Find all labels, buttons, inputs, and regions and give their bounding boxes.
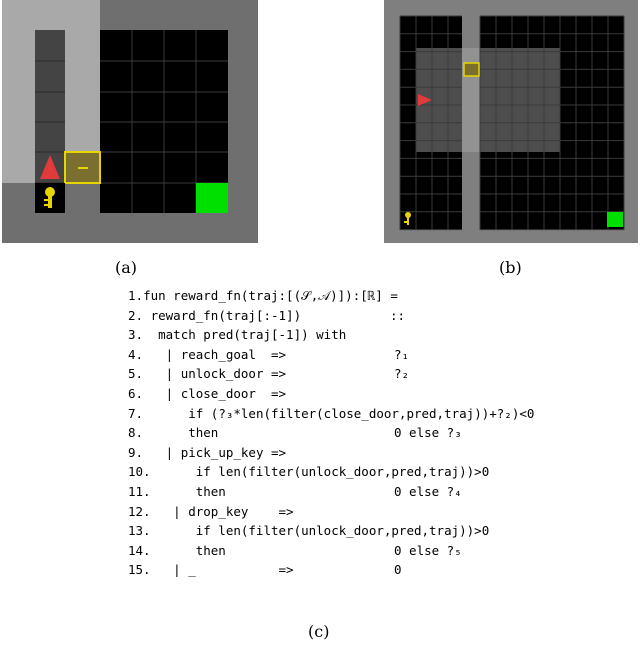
code-line-text: then (150, 542, 226, 558)
key-icon-b (404, 212, 411, 225)
code-line-text: | pick_up_key => (143, 444, 287, 460)
code-line: 4. | reach_goal => (128, 347, 286, 363)
code-line-number: 3. (128, 327, 144, 343)
code-line: 15. | _ => (128, 562, 294, 578)
code-line-number: 7. (128, 405, 144, 421)
code-line-text: | close_door => (143, 386, 287, 401)
code-line: 12. | drop_key => (128, 504, 294, 520)
code-line-number: 14. (128, 542, 151, 558)
code-line-number: 4. (128, 346, 144, 362)
code-line-text: match pred(traj[-1]) with (143, 327, 347, 343)
code-line: 5. | unlock_door => (128, 366, 286, 382)
gridworld-b (384, 0, 638, 243)
code-line-number: 8. (128, 425, 144, 441)
code-line: 8. then (128, 425, 218, 441)
code-line-number: 12. (128, 503, 151, 519)
code-line-text: then (143, 425, 219, 441)
code-line-number: 15. (128, 562, 151, 578)
code-line-value: :: (390, 307, 406, 323)
code-line: 1.fun reward_fn(traj:[(𝒮,𝒜)]):[ℝ] = (128, 288, 398, 304)
caption-a: (a) (115, 258, 138, 277)
code-line: 11. then (128, 484, 226, 500)
agent-icon-b (418, 94, 432, 106)
gridworld-a (2, 0, 258, 243)
code-line-number: 6. (128, 386, 144, 401)
code-line-text: if len(filter(unlock_door,pred,traj))>0 (150, 464, 490, 480)
code-line-number: 10. (128, 464, 151, 480)
code-line-number: 9. (128, 444, 144, 460)
goal-square-b (607, 212, 623, 227)
code-line-text: if len(filter(unlock_door,pred,traj))>0 (150, 523, 490, 539)
code-line-number: 2. (128, 307, 144, 323)
door-icon-b (463, 62, 480, 77)
code-line-value: ?₂ (394, 366, 410, 382)
gridworld-b-canvas (384, 0, 638, 243)
code-line: 14. then (128, 543, 226, 559)
code-line-number: 11. (128, 484, 151, 499)
code-line-value: 0 else ?₅ (394, 542, 462, 558)
gridworld-a-canvas (2, 0, 258, 243)
code-line-text: | drop_key => (150, 503, 294, 519)
code-line-text: | unlock_door => (143, 366, 287, 382)
code-line: 2. reward_fn(traj[:-1]) (128, 308, 301, 324)
caption-c: (c) (308, 622, 330, 641)
code-line-text: | _ => (150, 562, 294, 578)
code-line-value: ?₁ (394, 346, 410, 362)
caption-b: (b) (499, 258, 522, 277)
code-line-text: fun reward_fn(traj:[(𝒮,𝒜)]):[ℝ] = (143, 288, 398, 303)
code-line-value: 0 else ?₄ (394, 484, 462, 499)
code-line: 10. if len(filter(unlock_door,pred,traj)… (128, 464, 489, 480)
code-line-text: | reach_goal => (143, 346, 287, 362)
code-line-number: 13. (128, 523, 151, 539)
code-line-number: 5. (128, 366, 144, 382)
code-line-value: 0 (394, 562, 402, 578)
agent-icon (40, 155, 60, 179)
code-line: 3. match pred(traj[-1]) with (128, 327, 346, 343)
code-line-number: 1. (128, 288, 144, 303)
code-line-text: if (?₃*len(filter(close_door,pred,traj))… (143, 405, 535, 421)
code-line-value: 0 else ?₃ (394, 425, 462, 441)
code-line-text: reward_fn(traj[:-1]) (143, 307, 302, 323)
code-line: 9. | pick_up_key => (128, 445, 286, 461)
code-line: 7. if (?₃*len(filter(close_door,pred,tra… (128, 406, 534, 422)
code-line: 13. if len(filter(unlock_door,pred,traj)… (128, 523, 489, 539)
goal-square (196, 183, 228, 213)
code-line-text: then (150, 484, 226, 499)
key-icon (44, 187, 55, 208)
code-line: 6. | close_door => (128, 386, 286, 402)
